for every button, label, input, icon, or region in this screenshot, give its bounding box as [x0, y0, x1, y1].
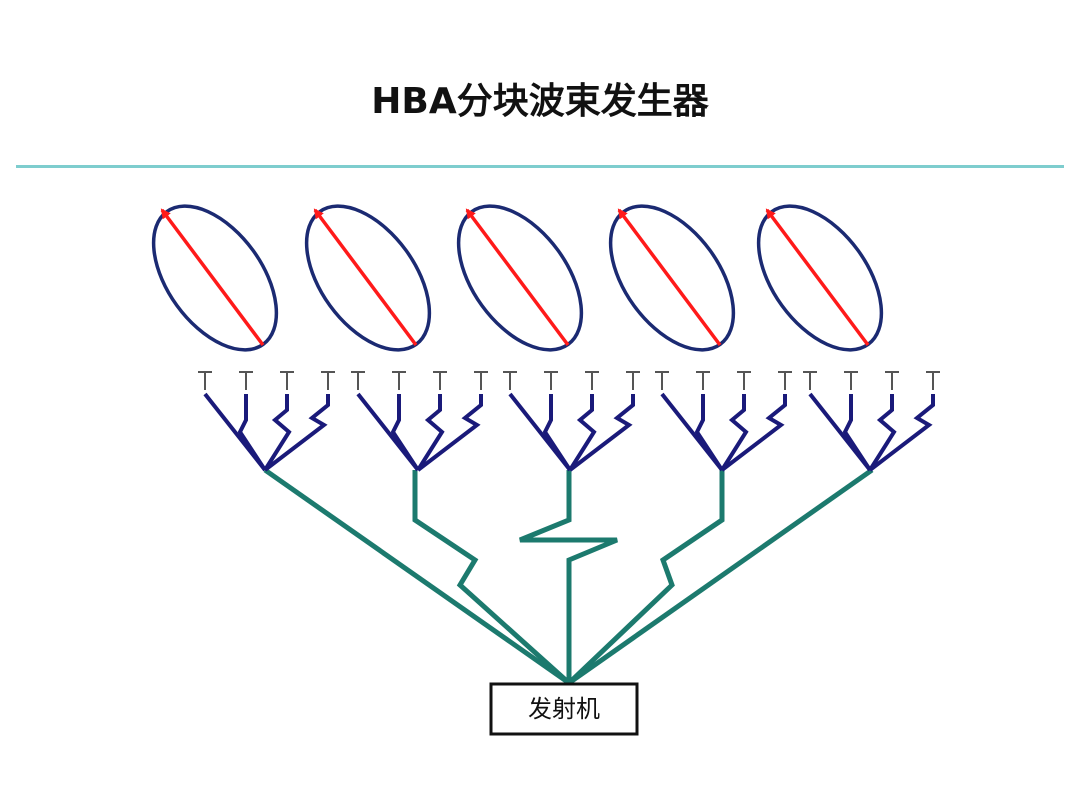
subarray-feed-branch [416, 394, 445, 472]
antenna-element [280, 371, 294, 390]
title-divider [16, 165, 1064, 168]
antenna-element [696, 371, 710, 390]
antenna-element [474, 371, 488, 390]
antenna-element [803, 371, 817, 390]
subarray-feed-branch [263, 394, 330, 472]
antenna-element [239, 371, 253, 390]
feed-line-4 [567, 470, 725, 685]
antenna-element [321, 371, 335, 390]
antenna-element [737, 371, 751, 390]
antenna-element [655, 371, 669, 390]
subarray-feed-branch [416, 394, 483, 472]
subarray-1 [151, 204, 335, 472]
subarray-feed-branch [542, 394, 572, 472]
subarrays [151, 204, 940, 472]
feed-line-3 [519, 470, 618, 683]
antenna-element [351, 371, 365, 390]
subarray-5 [756, 204, 940, 472]
antenna-element [433, 371, 447, 390]
feed-line-2 [412, 470, 571, 685]
subarray-feed-branch [237, 394, 267, 472]
beam-arrow [765, 208, 870, 347]
subarray-feed-branch [842, 394, 872, 472]
subarray-feed-branch [568, 394, 635, 472]
subarray-2 [304, 204, 488, 472]
subarray-feed-branch [868, 394, 897, 472]
antenna-element [885, 371, 899, 390]
subarray-feed-branch [720, 394, 787, 472]
feed-line-5 [567, 467, 874, 686]
subarray-feed-branch [720, 394, 749, 472]
subarray-3 [456, 204, 640, 472]
beam-arrow [160, 208, 265, 347]
antenna-element [585, 371, 599, 390]
antenna-element [198, 371, 212, 390]
beam-arrow [313, 208, 418, 347]
transmitter-box [489, 682, 639, 736]
page-title: HBA分块波束发生器 [371, 81, 709, 122]
subarray-feed-branch [868, 394, 935, 472]
subarray-4 [608, 204, 792, 472]
beam-arrow [465, 208, 570, 347]
subarray-feed-branch [390, 394, 420, 472]
antenna-element [544, 371, 558, 390]
subarray-feed-branch [568, 394, 597, 472]
feed-line-1 [263, 467, 571, 686]
antenna-element [503, 371, 517, 390]
antenna-element [926, 371, 940, 390]
subarray-feed-branch [263, 394, 292, 472]
antenna-element [844, 371, 858, 390]
subarray-feed-branch [694, 394, 724, 472]
antenna-element [778, 371, 792, 390]
antenna-element [392, 371, 406, 390]
antenna-element [626, 371, 640, 390]
beam-arrow [617, 208, 722, 347]
main-feed-network [263, 467, 874, 686]
